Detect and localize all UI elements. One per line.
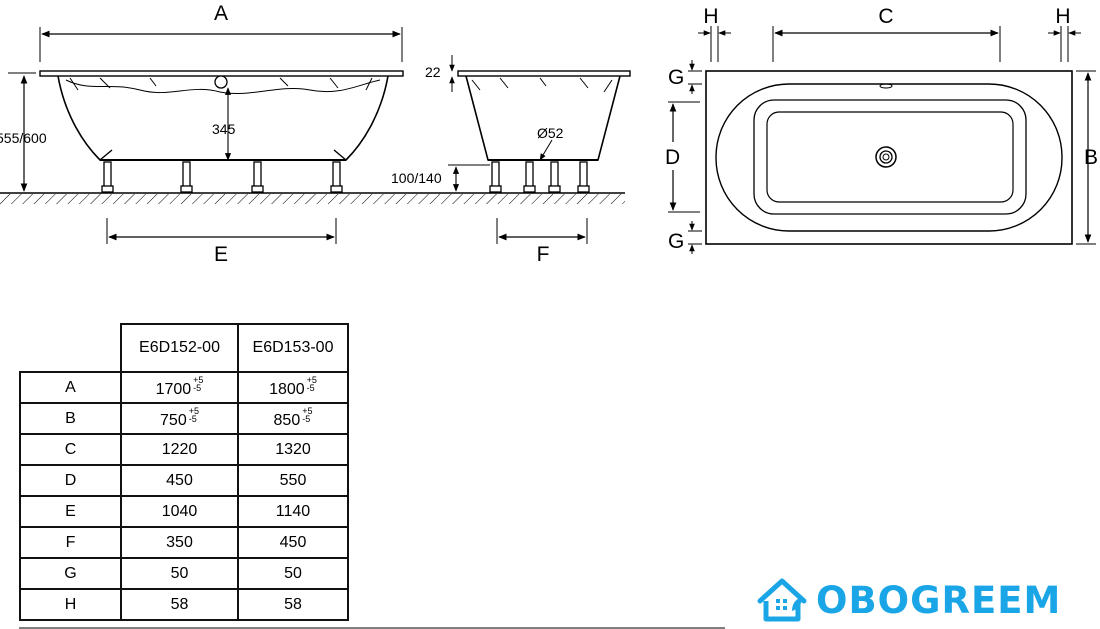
leg-height-label: 100/140 [391,170,442,186]
dim-label-h-left: H [703,5,718,28]
end-view: 22 Ø52 100/140 F [391,55,631,266]
table-corner [20,324,121,372]
drain-diameter-label: Ø52 [537,125,564,141]
table-cell: 850+5-5 [237,402,349,435]
table-header-row: E6D152-00 E6D153-00 [20,323,349,373]
tolerance-minus: -5 [302,414,311,424]
height-label: 555/600 [0,130,47,146]
tolerance-plus: +5 [306,375,317,385]
table-row: C 1220 1320 [19,433,349,466]
depth-label: 345 [212,121,236,137]
dim-label-g-top: G [668,66,684,89]
table-row: F 350 450 [19,526,349,559]
table-cell: 350 [120,526,239,559]
top-view: C H H B D G G [665,5,1098,254]
tolerance-minus: -5 [188,414,197,424]
dim-label-e: E [214,243,228,266]
dim-label-g-bottom: G [668,230,684,253]
brand-logo: OBOGREEM [756,575,1061,625]
table-cell: 1800+5-5 [237,371,349,404]
table-cell: 1220 [120,433,239,466]
row-label: F [19,526,122,559]
row-label: E [19,495,122,528]
tolerance-plus: +5 [302,406,313,416]
table-cell: 50 [120,557,239,590]
row-label: A [19,371,122,404]
table-row: G 50 50 [19,557,349,590]
dim-label-h-right: H [1055,5,1070,28]
tolerance: +5-5 [193,375,204,393]
cell-value: 750 [160,412,187,429]
table-cell: 1040 [120,495,239,528]
tolerance-plus: +5 [193,375,204,385]
column-header: E6D152-00 [120,323,239,373]
row-label: H [19,588,122,621]
dim-label-d: D [665,146,680,169]
side-view: A 345 555/600 E [0,2,625,266]
table-row: H 58 58 [19,588,349,621]
cell-value: 850 [273,412,301,429]
table-cell: 1320 [237,433,349,466]
tolerance-minus: -5 [193,383,202,393]
brand-name: OBOGREEM [816,578,1062,622]
table-cell: 1700+5-5 [120,371,239,404]
table-cell: 1140 [237,495,349,528]
row-label: G [19,557,122,590]
tolerance: +5-5 [302,406,313,424]
house-leaf-icon [757,578,807,622]
tolerance: +5-5 [306,375,317,393]
dim-label-c: C [878,5,893,28]
table-cell: 550 [237,464,349,497]
tolerance-minus: -5 [306,383,315,393]
table-row: A 1700+5-5 1800+5-5 [19,371,349,404]
tolerance: +5-5 [188,406,199,424]
table-row: D 450 550 [19,464,349,497]
table-cell: 50 [237,557,349,590]
table-cell: 450 [120,464,239,497]
dim-label-b: B [1084,146,1098,169]
table-row: E 1040 1140 [19,495,349,528]
column-header: E6D153-00 [237,323,349,373]
table-cell: 58 [237,588,349,621]
cell-value: 1800 [269,381,305,398]
rim-thickness-label: 22 [425,64,441,80]
cell-value: 1700 [155,381,192,398]
dim-label-f: F [537,243,550,266]
dim-label-a: A [214,2,228,25]
tolerance-plus: +5 [188,406,199,416]
row-label: D [19,464,122,497]
dimensions-table: E6D152-00 E6D153-00 A 1700+5-5 1800+5-5 … [19,323,349,621]
table-cell: 58 [120,588,239,621]
table-cell: 450 [237,526,349,559]
row-label: C [19,433,122,466]
table-cell: 750+5-5 [120,402,239,435]
table-row: B 750+5-5 850+5-5 [19,402,349,435]
row-label: B [19,402,122,435]
